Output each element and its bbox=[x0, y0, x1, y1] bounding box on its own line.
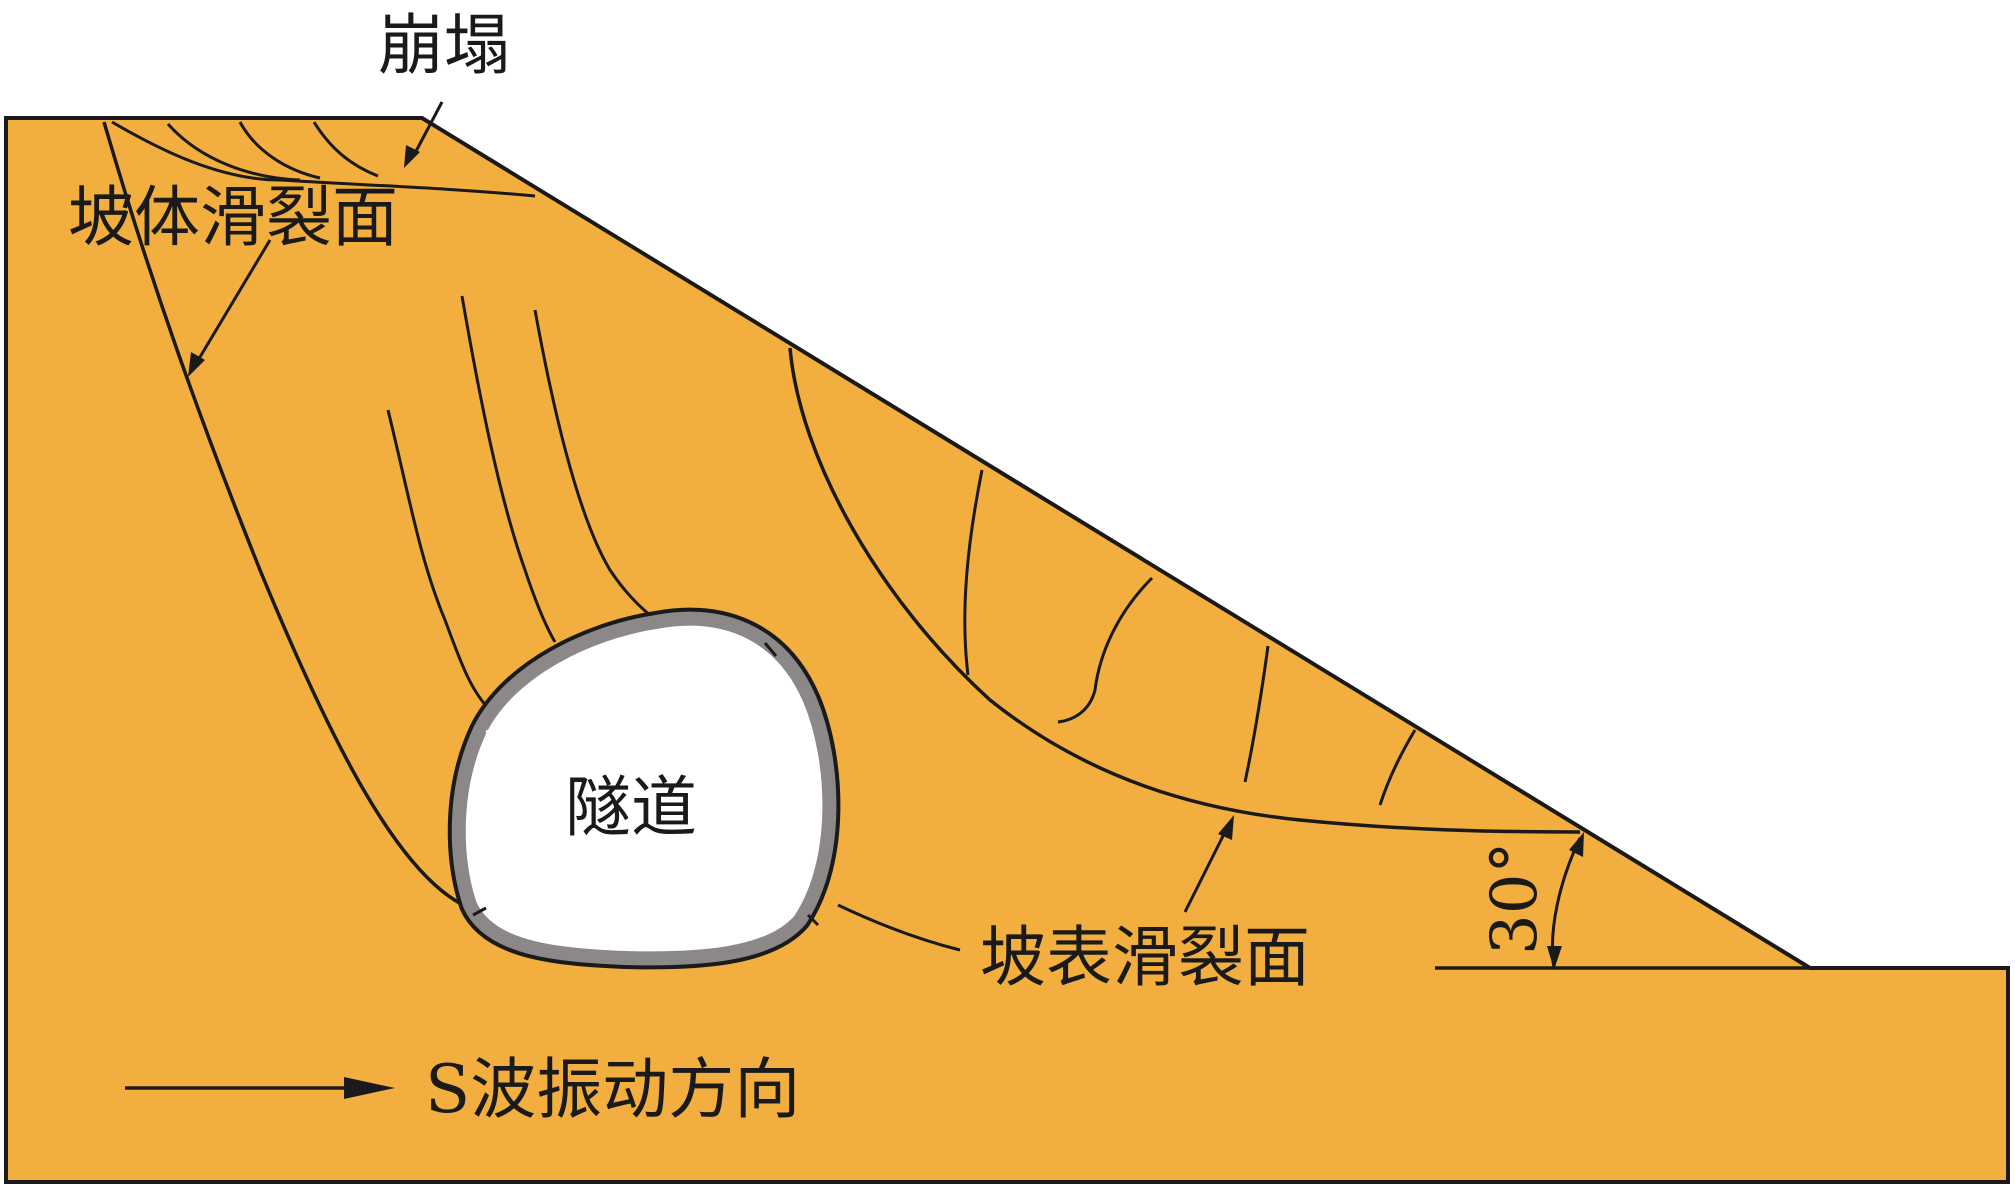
label-angle: 30° bbox=[1478, 842, 1552, 955]
soil-body bbox=[4, 116, 2010, 1184]
collapse-crack-3 bbox=[238, 121, 321, 180]
label-slope-body-slip: 坡体滑裂面 bbox=[68, 179, 398, 256]
label-collapse: 崩塌 bbox=[378, 7, 510, 84]
lining-joint-3 bbox=[472, 906, 487, 917]
collapse-arrowhead bbox=[404, 145, 420, 168]
surface-crack-2 bbox=[1057, 576, 1154, 724]
slope-surface-leader bbox=[1183, 831, 1227, 913]
tunnel-crack-3 bbox=[533, 309, 657, 622]
collapse-crack-2 bbox=[166, 123, 301, 182]
slope-body-leader bbox=[195, 239, 272, 363]
label-s-wave-direction: S波振动方向 bbox=[425, 1051, 800, 1128]
surface-crack-1 bbox=[963, 469, 984, 676]
angle-arrowhead-upper bbox=[1569, 832, 1584, 857]
slope-surface-slip-surface bbox=[788, 347, 1581, 834]
s-wave-arrowhead bbox=[344, 1077, 395, 1099]
label-tunnel: 隧道 bbox=[565, 769, 697, 846]
angle-arrowhead-lower bbox=[1547, 946, 1562, 970]
label-slope-surface-slip: 坡表滑裂面 bbox=[980, 919, 1310, 996]
tunnel-crack-2 bbox=[460, 295, 557, 643]
surface-crack-4 bbox=[1378, 729, 1417, 806]
lining-joint-4 bbox=[806, 913, 820, 927]
surface-crack-3 bbox=[1243, 645, 1270, 783]
slip-surface-lower-branch bbox=[837, 903, 961, 952]
lining-joint-2 bbox=[485, 729, 501, 739]
tunnel-lining-fill bbox=[451, 611, 837, 966]
slope-surface-arrowhead bbox=[1218, 815, 1234, 840]
lining-joint-1 bbox=[763, 642, 778, 657]
collapse-crack-4 bbox=[312, 121, 379, 178]
slope-body-slip-surface bbox=[102, 121, 471, 910]
slope-body-arrowhead bbox=[188, 352, 205, 377]
collapse-leader bbox=[412, 101, 444, 156]
collapse-crack-1 bbox=[111, 120, 536, 198]
tunnel-crack-1 bbox=[386, 409, 492, 712]
